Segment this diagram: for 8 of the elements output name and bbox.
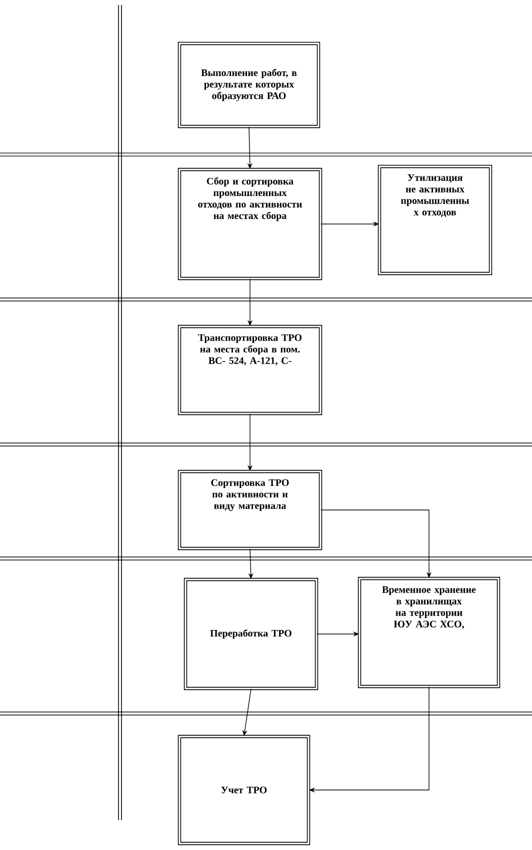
process-box: Сбор и сортировка промышленных отходов по активности на местах сбора [178, 168, 322, 280]
process-box: Временное хранение в хранилищах на территории ЮУ АЭС ХСО, [358, 576, 500, 688]
process-box: Выполнение работ, в результате которых образуются РАО [178, 42, 320, 128]
process-box: Утилизация не активных промышленны х отходов [378, 164, 492, 276]
process-box: Переработка ТРО [184, 578, 318, 690]
process-box: Сортировка ТРО по активности и виду материала [178, 470, 322, 550]
process-box: Транспортировка ТРО на места сбора в пом. ВС- 524, А-121, С- [178, 324, 322, 416]
process-box: Учет ТРО [178, 734, 310, 846]
